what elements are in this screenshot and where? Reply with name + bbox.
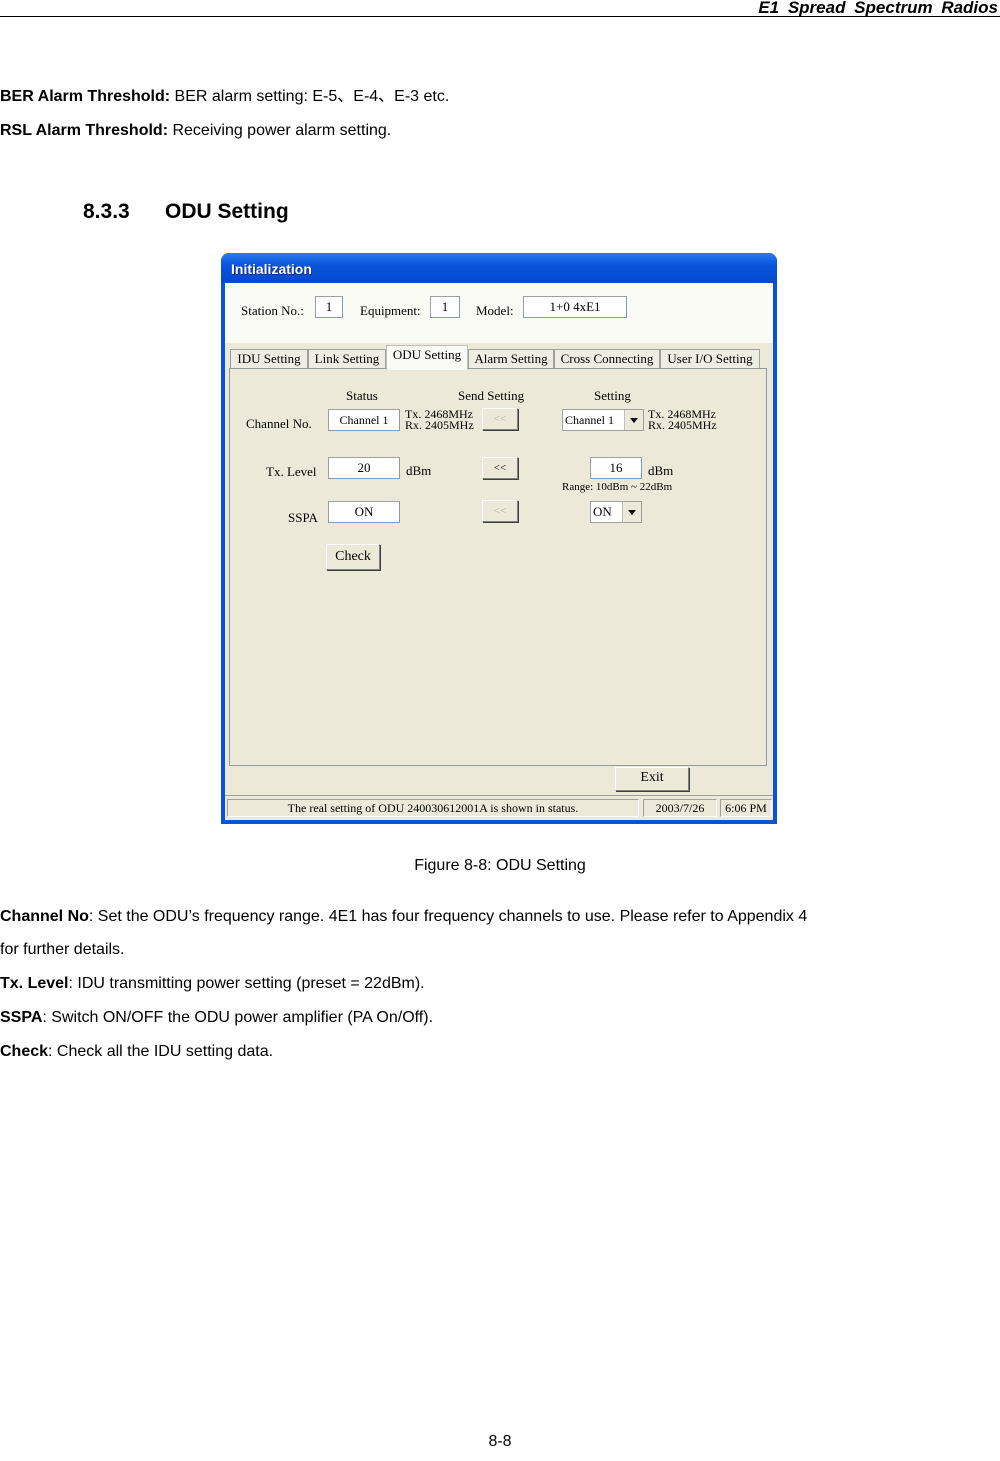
tab-alarm-setting[interactable]: Alarm Setting [468, 349, 554, 369]
window-titlebar[interactable]: Initialization [221, 253, 777, 283]
model-field[interactable]: 1+0 4xE1 [523, 296, 627, 318]
intro-rsl: RSL Alarm Threshold: Receiving power ala… [0, 121, 391, 141]
rsl-term: RSL Alarm Threshold: [0, 122, 169, 139]
column-setting: Setting [594, 388, 631, 403]
tx-level-send-button[interactable]: << [482, 457, 518, 479]
chevron-down-icon[interactable] [624, 410, 643, 430]
desc-tx-level: Tx. Level: IDU transmitting power settin… [0, 974, 425, 994]
tx-level-setting-unit: dBm [648, 463, 674, 478]
station-label: Station No.: [241, 303, 304, 318]
desc-check: Check: Check all the IDU setting data. [0, 1042, 273, 1062]
sspa-status-field: ON [328, 501, 400, 523]
figure-caption: Figure 8-8: ODU Setting [414, 857, 586, 874]
exit-button[interactable]: Exit [615, 767, 689, 791]
desc-text: : IDU transmitting power setting (preset… [68, 975, 425, 992]
tx-level-label: Tx. Level [266, 464, 317, 479]
desc-text: : Check all the IDU setting data. [48, 1043, 274, 1060]
section-number: 8.3.3 [83, 200, 130, 223]
equipment-label: Equipment: [360, 303, 421, 318]
initialization-window: Initialization Station No.: 1 Equipment:… [221, 253, 777, 824]
channel-label: Channel No. [246, 416, 312, 431]
ber-text: BER alarm setting: E-5、E-4、E-3 etc. [170, 88, 450, 105]
channel-send-button[interactable]: << [482, 408, 518, 430]
channel-setting-rx: Rx. 2405MHz [648, 418, 717, 432]
window-client: Station No.: 1 Equipment: 1 Model: 1+0 4… [225, 283, 773, 820]
status-bar: The real setting of ODU 240030612001A is… [225, 795, 773, 820]
sspa-setting-value: ON [593, 504, 612, 519]
desc-channel-cont: for further details. [0, 940, 125, 960]
tab-odu-setting[interactable]: ODU Setting [386, 345, 468, 370]
odu-setting-panel: Status Send Setting Setting Channel No. … [229, 368, 767, 766]
tab-bar: IDU Setting Link Setting ODU Setting Ala… [230, 345, 760, 370]
section-title: ODU Setting [165, 200, 289, 223]
desc-term: Tx. Level [0, 975, 69, 992]
section-heading: 8.3.3 ODU Setting [83, 200, 289, 224]
tab-idu-setting[interactable]: IDU Setting [230, 349, 308, 369]
status-time: 6:06 PM [720, 799, 772, 817]
tx-level-range: Range: 10dBm ~ 22dBm [562, 481, 673, 493]
channel-setting-select[interactable]: Channel 1 [562, 409, 644, 431]
channel-status-rx: Rx. 2405MHz [405, 418, 474, 432]
desc-term: Channel No [0, 908, 89, 925]
channel-setting-tx: Tx. 2468MHz [648, 407, 716, 421]
tx-level-setting-field[interactable]: 16 [590, 457, 642, 479]
ber-term: BER Alarm Threshold: [0, 88, 171, 105]
channel-status-tx: Tx. 2468MHz [405, 407, 473, 421]
column-status: Status [346, 388, 378, 403]
desc-channel: Channel No: Set the ODU’s frequency rang… [0, 907, 807, 927]
desc-text: : Set the ODU’s frequency range. 4E1 has… [88, 908, 808, 925]
intro-ber: BER Alarm Threshold: BER alarm setting: … [0, 87, 449, 107]
desc-term: SSPA [0, 1009, 43, 1026]
tab-user-io-setting[interactable]: User I/O Setting [660, 349, 760, 369]
desc-term: Check [0, 1043, 49, 1060]
tx-level-status-unit: dBm [406, 463, 432, 478]
desc-text: for further details. [0, 941, 125, 958]
desc-sspa: SSPA: Switch ON/OFF the ODU power amplif… [0, 1008, 433, 1028]
equipment-field[interactable]: 1 [430, 296, 460, 318]
window-title: Initialization [231, 261, 312, 277]
column-send-setting: Send Setting [458, 388, 525, 403]
desc-text: : Switch ON/OFF the ODU power amplifier … [42, 1009, 434, 1026]
tab-cross-connecting[interactable]: Cross Connecting [554, 349, 660, 369]
page-header-title: E1 Spread Spectrum Radios [758, 0, 998, 17]
channel-status-field: Channel 1 [328, 409, 400, 431]
page-number: 8-8 [488, 1433, 512, 1450]
status-date: 2003/7/26 [643, 799, 717, 817]
tab-link-setting[interactable]: Link Setting [308, 349, 386, 369]
check-button[interactable]: Check [326, 544, 380, 570]
sspa-label: SSPA [288, 510, 318, 525]
model-label: Model: [476, 303, 514, 318]
sspa-setting-select[interactable]: ON [590, 501, 642, 523]
tx-level-status-field: 20 [328, 457, 400, 479]
station-field[interactable]: 1 [315, 296, 343, 318]
status-message: The real setting of ODU 240030612001A is… [227, 799, 639, 817]
rsl-text: Receiving power alarm setting. [168, 122, 392, 139]
header-rule [0, 16, 1000, 17]
chevron-down-icon[interactable] [622, 502, 641, 522]
channel-setting-value: Channel 1 [565, 413, 614, 427]
sspa-send-button[interactable]: << [482, 500, 518, 522]
